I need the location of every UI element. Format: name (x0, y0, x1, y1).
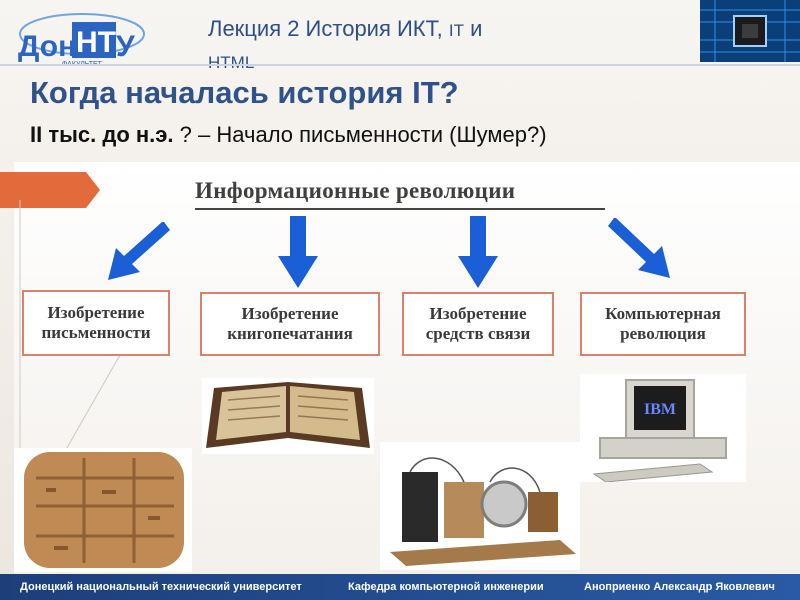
lecture-title-part1: Лекция 2 История ИКТ, (208, 16, 449, 41)
circuit-chip-image (700, 0, 800, 62)
question-text: ? – Начало письменности (Шумер?) (174, 122, 547, 147)
footer-department: Кафедра компьютерной инженерии (348, 581, 544, 593)
box-printing: Изобретение книгопечатания (200, 292, 380, 356)
svg-text:У: У (116, 30, 135, 63)
panel-title-underline (195, 208, 605, 210)
box-writing: Изобретение письменности (22, 290, 170, 356)
footer-bar: Донецкий национальный технический универ… (0, 574, 800, 600)
arrow-down-icon (278, 216, 318, 288)
telegraph-device-image (380, 442, 580, 570)
question-title: Когда началась история IT? (30, 76, 500, 110)
lecture-title: Лекция 2 История ИКТ, IT и HTML (208, 14, 608, 78)
ibm-screen-text: IBM (644, 401, 676, 418)
question-date: II тыс. до н.э. (30, 122, 174, 147)
arrow-down-right-icon (608, 214, 670, 282)
donntu-logo: Дон НТ У ФАКУЛЬТЕТ (10, 8, 150, 68)
svg-text:Дон: Дон (18, 30, 76, 63)
footer-university: Донецкий национальный технический универ… (20, 581, 302, 593)
box-computer-revolution: Компьютерная революция (580, 292, 746, 356)
old-book-image (202, 378, 374, 454)
question-subtitle: II тыс. до н.э. ? – Начало письменности … (30, 120, 570, 150)
header-divider (0, 64, 800, 66)
lecture-title-html: HTML (208, 53, 254, 72)
svg-text:НТ: НТ (76, 26, 116, 59)
footer-author: Аноприенко Александр Яковлевич (584, 581, 775, 593)
panel-title: Информационные революции (195, 178, 515, 204)
clay-tablet-image (14, 448, 192, 572)
ibm-computer-image: IBM (580, 374, 746, 482)
arrow-down-left-icon (108, 218, 170, 284)
lecture-title-it: IT (449, 21, 464, 40)
box-communication: Изобретение средств связи (402, 292, 554, 356)
arrow-down-icon (458, 216, 498, 288)
lecture-title-and: и (464, 16, 482, 41)
